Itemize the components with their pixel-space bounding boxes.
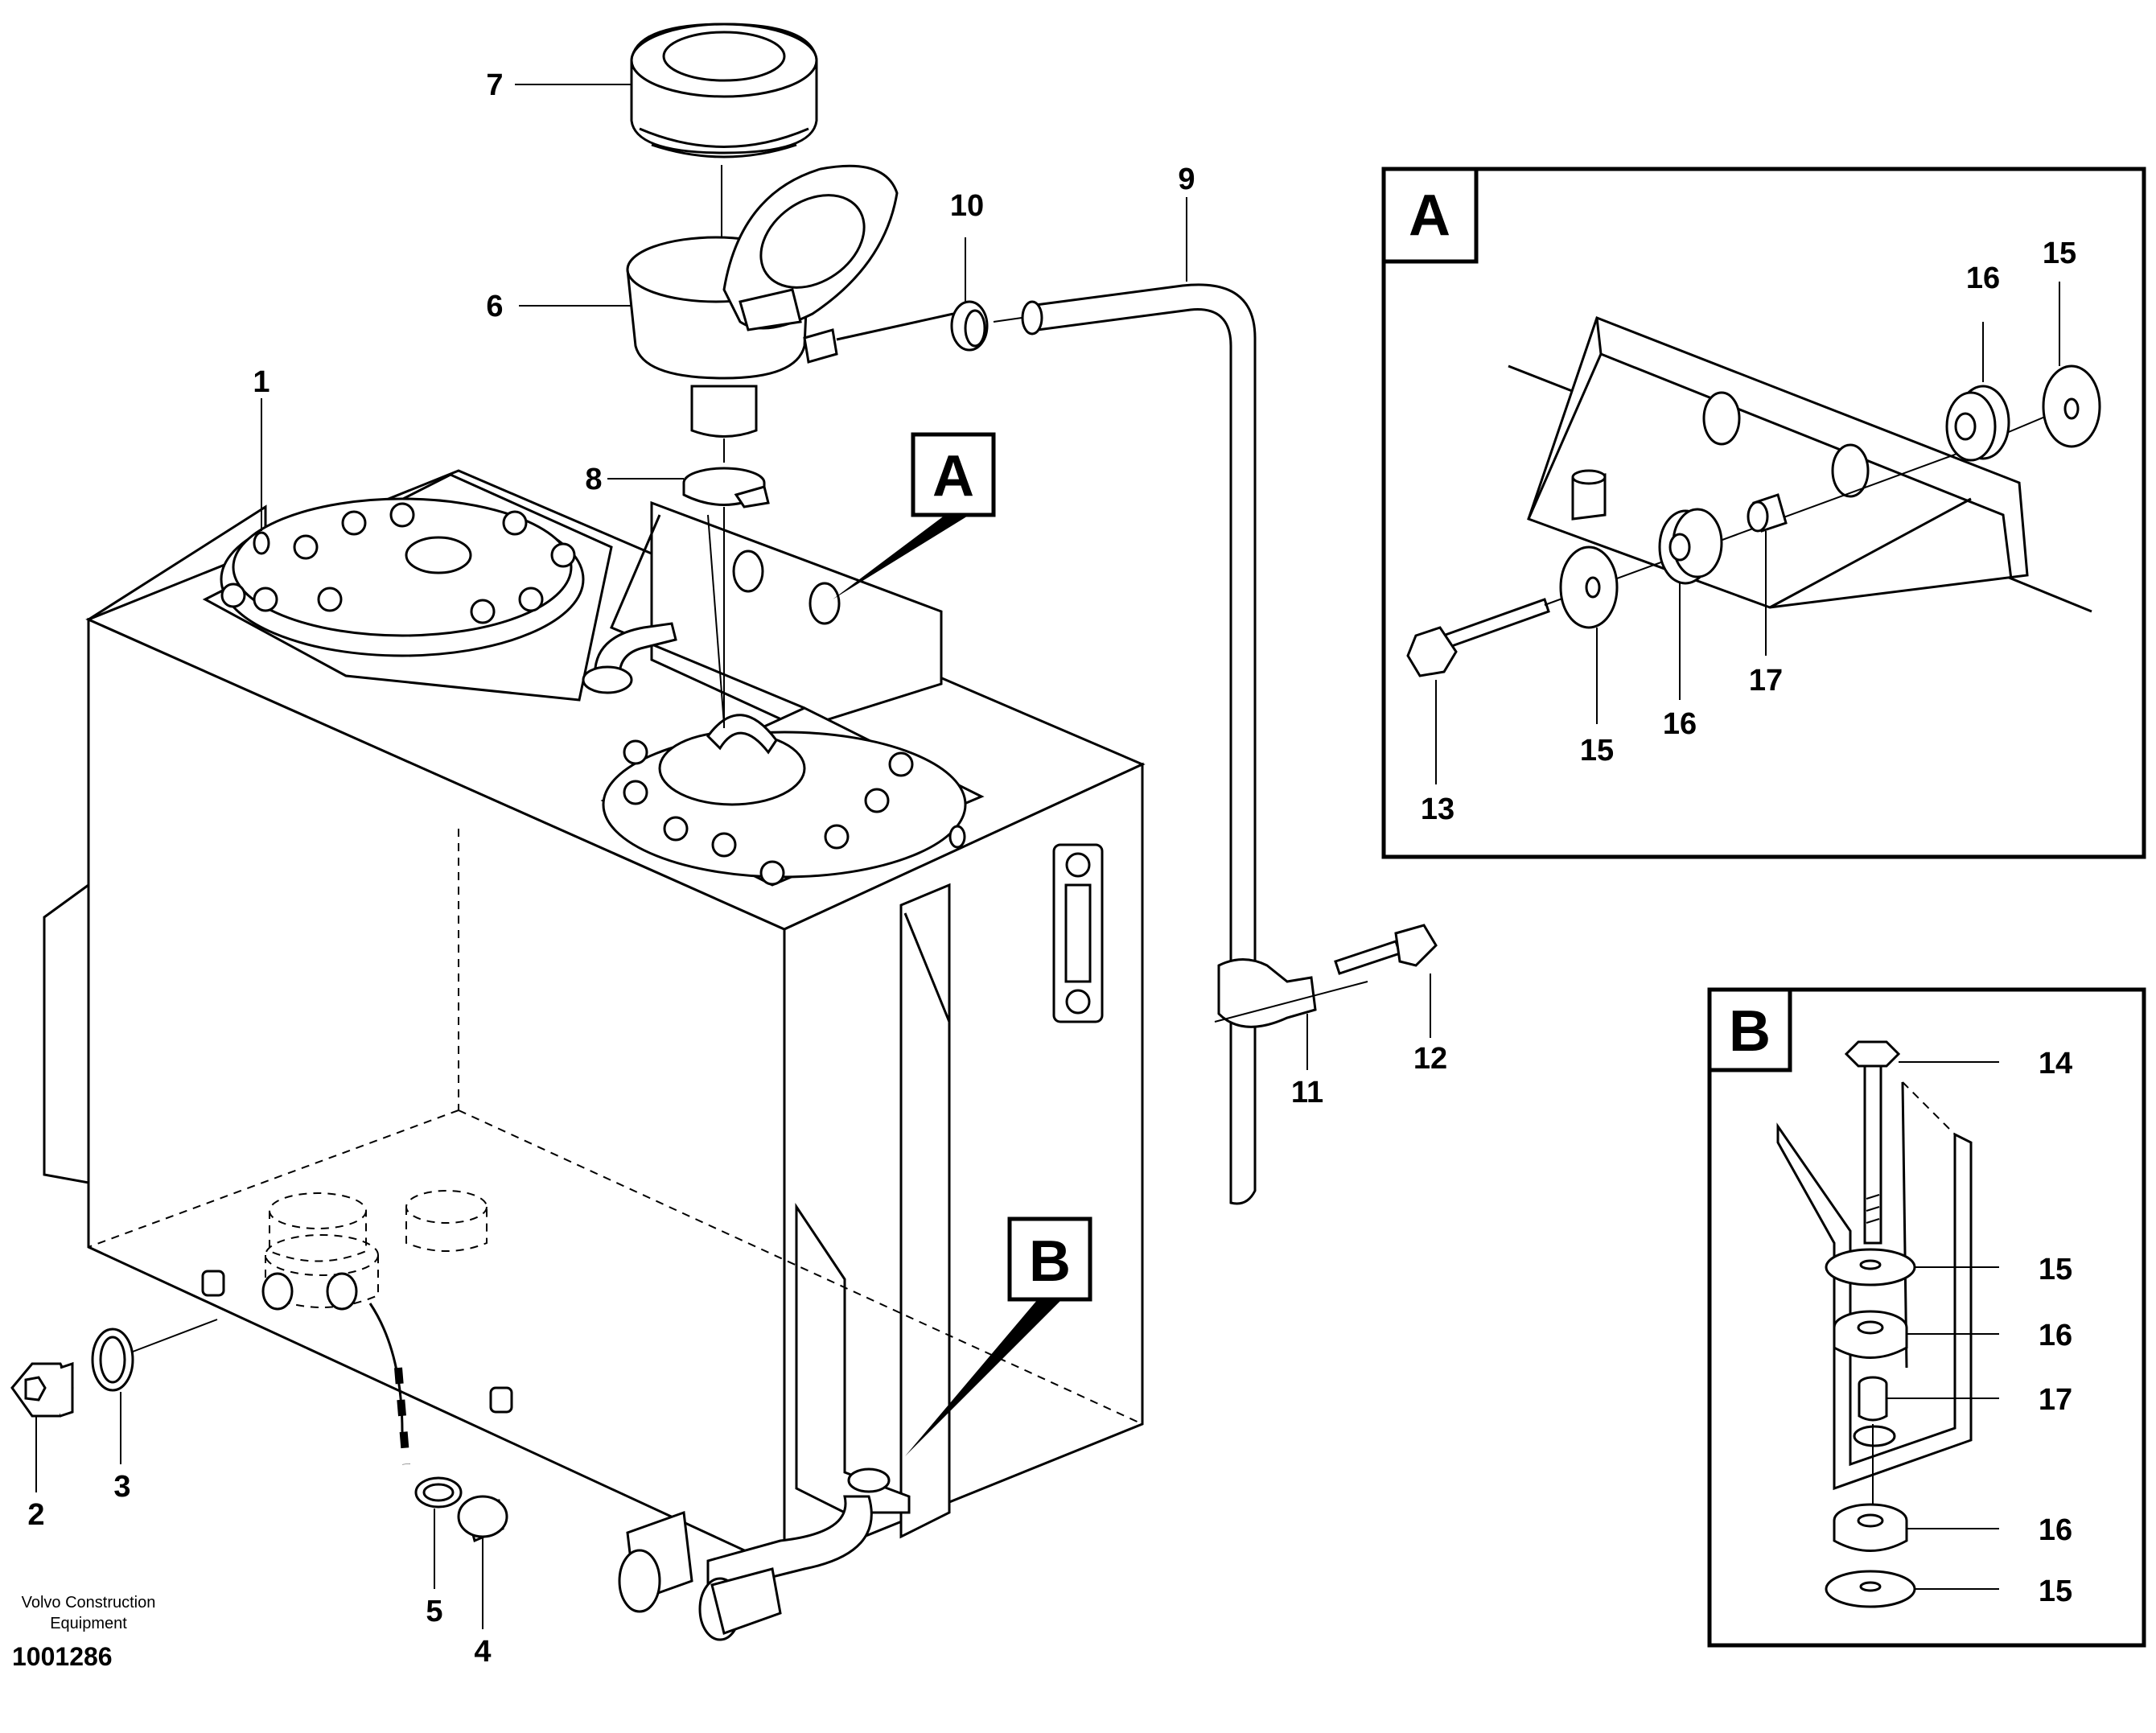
callout-8: 8	[585, 463, 602, 496]
drain-plugs	[10, 1303, 508, 1543]
detail-a-callout-16-lower: 16	[1663, 707, 1697, 741]
document-number: 1001286	[12, 1642, 113, 1671]
hydraulic-tank	[43, 469, 1146, 1641]
detail-a-label-box	[1381, 167, 1479, 264]
callout-7: 7	[486, 68, 503, 102]
credit-line-2: Equipment	[50, 1615, 127, 1632]
callout-1: 1	[253, 365, 270, 399]
detail-b-callout-15-lower: 15	[2039, 1575, 2072, 1608]
marker-a-label: A	[932, 444, 974, 508]
filler-cap-assembly	[626, 23, 899, 728]
callout-5: 5	[426, 1595, 442, 1628]
detail-b-label-box	[1707, 987, 1792, 1072]
detail-b: B	[1707, 987, 2146, 1648]
detail-a-label: A	[1409, 183, 1450, 248]
credit-block: Volvo Construction Equipment 1001286	[12, 1594, 155, 1671]
detail-a-callouts: 13 15 16 17 16 15	[1421, 237, 2076, 826]
marker-b-label: B	[1029, 1229, 1071, 1294]
callout-10: 10	[950, 189, 984, 223]
callout-2: 2	[27, 1498, 44, 1532]
callout-9: 9	[1178, 163, 1195, 196]
detail-a-callout-13: 13	[1421, 792, 1454, 826]
detail-b-callout-14: 14	[2039, 1047, 2072, 1081]
callout-4: 4	[474, 1635, 491, 1669]
detail-a-callout-17: 17	[1749, 664, 1783, 698]
leader-lines	[35, 84, 1431, 1629]
detail-a: A	[1381, 167, 2146, 859]
detail-b-callout-16-lower: 16	[2039, 1513, 2072, 1547]
detail-b-label: B	[1729, 999, 1771, 1064]
marker-a: A	[833, 432, 996, 599]
callout-12: 12	[1413, 1042, 1447, 1076]
detail-a-callout-15-upper: 15	[2043, 237, 2076, 270]
callout-11: 11	[1291, 1076, 1323, 1109]
callout-6: 6	[486, 290, 503, 323]
breather-hose	[836, 283, 1438, 1205]
detail-b-callouts: 14 15 16 17 16 15	[2039, 1047, 2072, 1608]
marker-b: B	[905, 1216, 1092, 1456]
credit-line-1: Volvo Construction	[22, 1594, 156, 1612]
detail-b-frame	[1707, 987, 2146, 1648]
callout-3: 3	[113, 1470, 130, 1504]
detail-a-callout-15-lower: 15	[1580, 734, 1614, 768]
detail-a-callout-16-upper: 16	[1966, 261, 2000, 295]
detail-b-callout-15-upper: 15	[2039, 1253, 2072, 1286]
detail-b-callout-16-upper: 16	[2039, 1319, 2072, 1352]
part-callouts: 1 2 3 4 5 6 7 8 9 10 11 12	[27, 68, 1447, 1669]
detail-b-callout-17: 17	[2039, 1383, 2072, 1417]
